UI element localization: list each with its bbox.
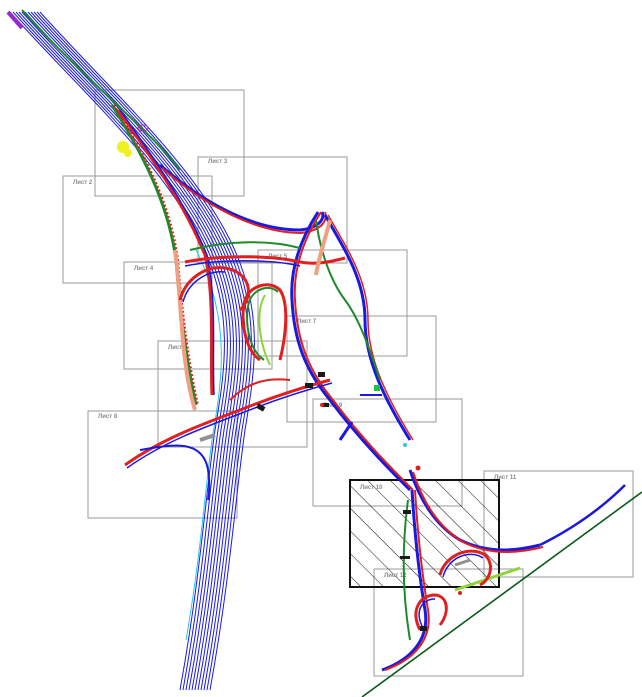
- vehicle-marker-6[interactable]: [420, 626, 427, 631]
- sheet-frame-5[interactable]: [257, 249, 408, 357]
- yellow-marker-2: [124, 149, 132, 157]
- blue-segment-east: [338, 421, 354, 441]
- sheet-frame-6[interactable]: [157, 340, 308, 448]
- main-highway: [9, 11, 255, 691]
- sheet-label-8: Лист 8: [98, 414, 118, 420]
- vehicle-marker-4[interactable]: [403, 510, 411, 514]
- sheet-label-2: Лист 2: [73, 180, 93, 186]
- sw-ramps: [124, 378, 333, 501]
- cyan-dot: [403, 443, 407, 447]
- green-marker[interactable]: [374, 385, 380, 391]
- sheet-frame-1[interactable]: [94, 89, 245, 197]
- highway-start-purple: [6, 10, 24, 30]
- sheet-frame-7[interactable]: [286, 315, 437, 423]
- sheet-frame-11[interactable]: [483, 470, 634, 578]
- boundary-line: [361, 491, 642, 697]
- vehicle-marker-2[interactable]: [305, 383, 313, 388]
- red-dot-1: [458, 591, 462, 595]
- sheet-label-7: Лист 7: [297, 319, 317, 325]
- sheet-label-4: Лист 4: [134, 266, 154, 272]
- sheet-label-12: Лист 12: [384, 573, 407, 579]
- sheet-label-6: Лист 6: [168, 345, 188, 351]
- highway-cyan-edge: [185, 249, 222, 641]
- highway-green-edge: [21, 9, 181, 171]
- sheet-frames: [62, 89, 634, 677]
- red-dot-2: [415, 465, 421, 471]
- map-markers: [256, 372, 462, 631]
- ne-interchange: [159, 163, 414, 492]
- red-dot-3: [320, 403, 324, 407]
- magenta-marker: [137, 124, 149, 132]
- west-ramps: [110, 104, 215, 411]
- vehicle-marker-7[interactable]: [322, 403, 329, 407]
- sheet-label-10: Лист 10: [360, 485, 383, 491]
- sheet-frame-4[interactable]: [123, 261, 273, 370]
- vehicle-marker-1[interactable]: [256, 403, 266, 412]
- sheet-frame-10-highlighted[interactable]: [349, 479, 500, 588]
- sheet-frame-8[interactable]: [87, 410, 238, 519]
- vehicle-marker-3[interactable]: [318, 372, 325, 377]
- sheet-label-3: Лист 3: [208, 159, 228, 165]
- vehicle-marker-5[interactable]: [400, 556, 410, 559]
- se-interchange: [381, 469, 626, 672]
- sheet-label-11: Лист 11: [494, 475, 517, 481]
